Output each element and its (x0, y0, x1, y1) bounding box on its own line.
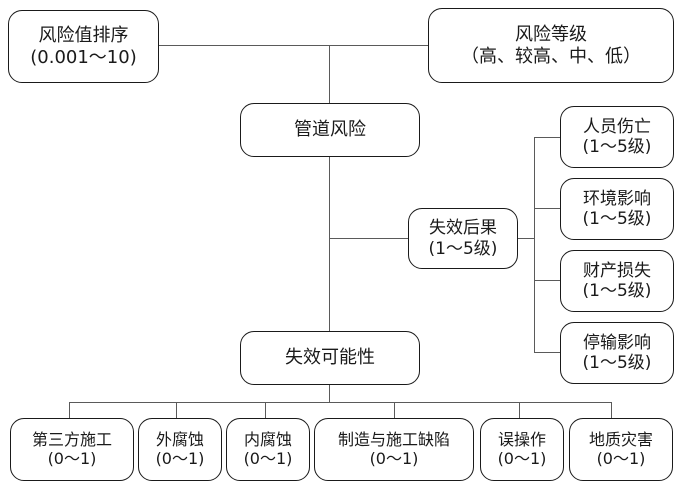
node-cause-geohazard-line2: (0～1) (596, 448, 646, 468)
node-risk-value-rank-line1: 风险值排序 (38, 25, 129, 47)
node-pipeline-risk-line1: 管道风险 (294, 119, 366, 141)
node-consequence-casualty-line2: (1～5级) (582, 137, 652, 157)
node-cause-internal-corrosion[interactable]: 内腐蚀 (0～1) (226, 418, 310, 481)
node-consequence-casualty-line1: 人员伤亡 (583, 116, 651, 137)
node-cause-internal-corrosion-line2: (0～1) (243, 448, 293, 468)
node-cause-third-party-construction[interactable]: 第三方施工 (0～1) (10, 418, 134, 481)
connector-spur-casualty (534, 137, 560, 139)
node-consequence-property-line2: (1～5级) (582, 281, 652, 301)
node-consequence-environment[interactable]: 环境影响 (1～5级) (560, 178, 674, 240)
node-failure-likelihood[interactable]: 失效可能性 (240, 331, 420, 385)
connector-trunk-lower (329, 157, 331, 331)
connector-spur-property (534, 280, 560, 282)
node-cause-internal-corrosion-line1: 内腐蚀 (243, 429, 292, 449)
connector-spur-environment (534, 208, 560, 210)
connector-drop-misoperation (519, 402, 521, 422)
node-cause-third-party-construction-line1: 第三方施工 (31, 429, 112, 449)
node-cause-misoperation-line1: 误操作 (497, 429, 546, 449)
node-failure-likelihood-line1: 失效可能性 (285, 347, 375, 369)
node-consequence-property-line1: 财产损失 (583, 260, 651, 281)
node-cause-external-corrosion[interactable]: 外腐蚀 (0～1) (138, 418, 222, 481)
connector-consequence-spine (534, 137, 536, 352)
node-consequence-environment-line1: 环境影响 (583, 188, 651, 209)
node-cause-manufacturing-construction-defect[interactable]: 制造与施工缺陷 (0～1) (314, 418, 474, 481)
node-risk-value-rank[interactable]: 风险值排序 (0.001～10) (8, 10, 159, 83)
node-consequence-shutdown-line1: 停输影响 (583, 332, 651, 353)
node-consequence-environment-line2: (1～5级) (582, 209, 652, 229)
node-cause-misoperation-line2: (0～1) (497, 448, 547, 468)
node-consequence-shutdown[interactable]: 停输影响 (1～5级) (560, 322, 674, 384)
node-cause-geohazard[interactable]: 地质灾害 (0～1) (569, 418, 673, 481)
connector-top-horizontal (158, 45, 428, 47)
node-failure-consequence-line1: 失效后果 (429, 218, 497, 239)
node-cause-manufacturing-construction-defect-line2: (0～1) (369, 448, 419, 468)
connector-trunk-to-causes (329, 385, 331, 403)
node-cause-external-corrosion-line1: 外腐蚀 (155, 429, 204, 449)
connector-drop-geohazard (611, 402, 613, 422)
node-pipeline-risk[interactable]: 管道风险 (240, 103, 420, 157)
connector-drop-external-corrosion (176, 402, 178, 422)
connector-drop-third-party (69, 402, 71, 422)
node-cause-external-corrosion-line2: (0～1) (155, 448, 205, 468)
node-consequence-property[interactable]: 财产损失 (1～5级) (560, 250, 674, 312)
node-cause-third-party-construction-line2: (0～1) (47, 448, 97, 468)
node-risk-level-line1: 风险等级 (515, 24, 587, 46)
node-cause-misoperation[interactable]: 误操作 (0～1) (480, 418, 564, 481)
connector-spur-shutdown (534, 352, 560, 354)
node-failure-consequence-line2: (1～5级) (428, 238, 498, 259)
node-failure-consequence[interactable]: 失效后果 (1～5级) (408, 208, 518, 269)
node-consequence-shutdown-line2: (1～5级) (582, 353, 652, 373)
node-risk-value-rank-line2: (0.001～10) (30, 46, 137, 68)
connector-to-failure-consequence (329, 238, 409, 240)
connector-drop-internal-corrosion (265, 402, 267, 422)
connector-consequence-stub (517, 238, 535, 240)
node-risk-level-line2: （高、较高、中、低） (461, 45, 641, 67)
connector-trunk-upper (329, 45, 331, 103)
connector-cause-bar (69, 402, 612, 404)
node-risk-level[interactable]: 风险等级 （高、较高、中、低） (428, 8, 674, 83)
node-cause-geohazard-line1: 地质灾害 (588, 429, 653, 449)
node-cause-manufacturing-construction-defect-line1: 制造与施工缺陷 (337, 429, 450, 449)
node-consequence-casualty[interactable]: 人员伤亡 (1～5级) (560, 106, 674, 168)
connector-drop-manufacturing-defect (394, 402, 396, 422)
